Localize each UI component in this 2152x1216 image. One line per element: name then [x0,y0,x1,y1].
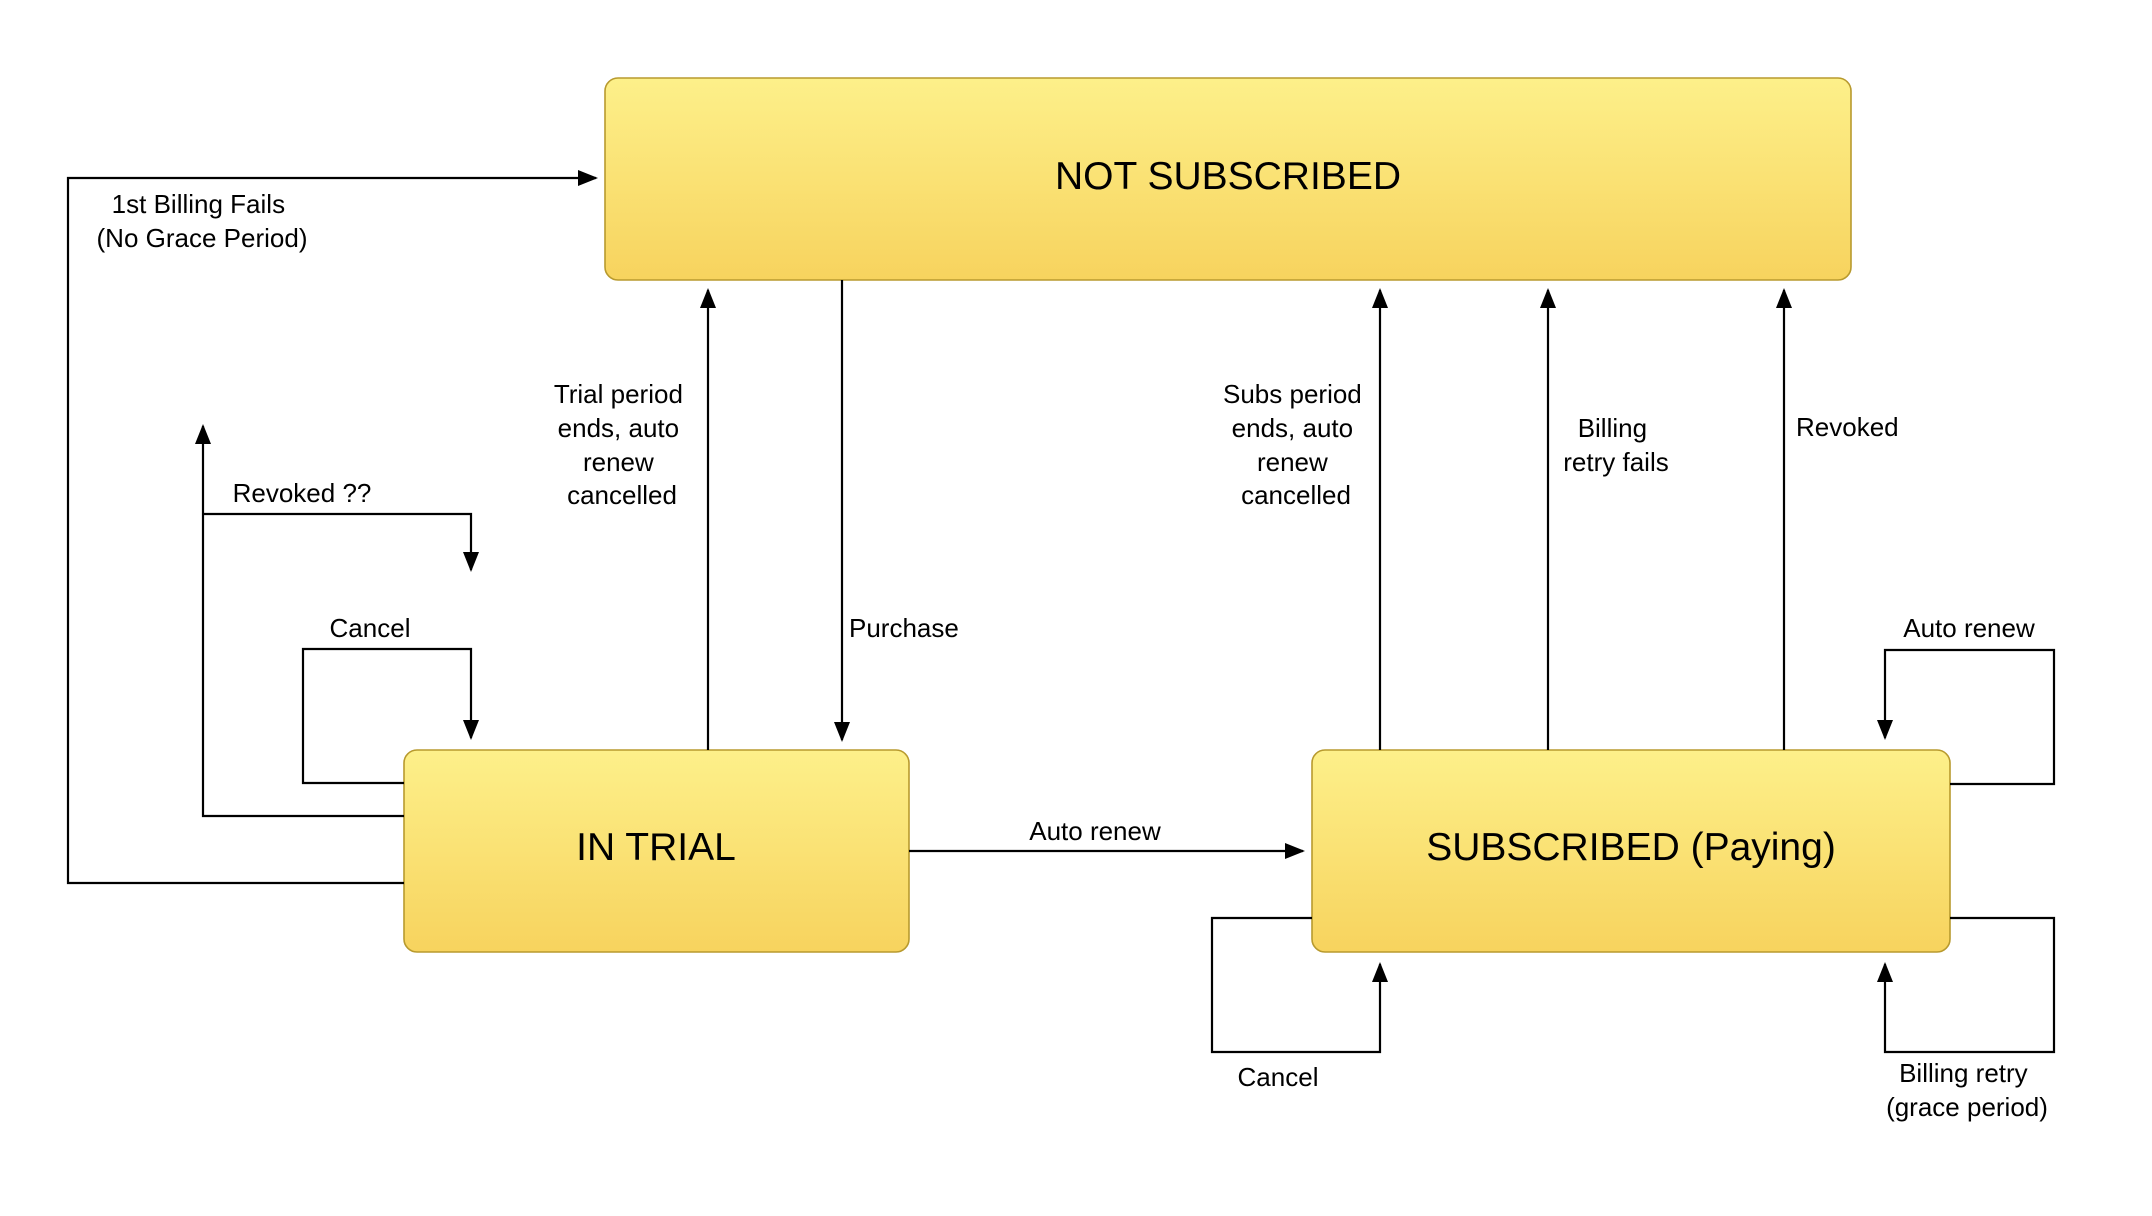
label-revoked-trial: Revoked ?? [233,478,372,508]
transition-trial-ends: Trial period ends, auto renew cancelled [554,288,716,750]
label-billing-retry-fails: Billing retry fails [1563,413,1668,477]
transition-billing-retry: Billing retry (grace period) [1877,916,2056,1122]
arrow-first-billing-fails [66,170,598,885]
label-billing-retry: Billing retry (grace period) [1886,1058,2048,1122]
state-subscribed: SUBSCRIBED (Paying) [1311,749,1951,953]
transition-auto-renew-trial: Auto renew [909,816,1305,859]
transition-first-billing-fails: 1st Billing Fails (No Grace Period) [66,170,598,885]
arrow-cancel-subscribed [1210,916,1388,1054]
transition-billing-retry-fails: Billing retry fails [1540,288,1669,750]
label-trial-ends: Trial period ends, auto renew cancelled [554,379,690,510]
label-purchase: Purchase [849,613,959,643]
state-not-subscribed: NOT SUBSCRIBED [604,77,1852,281]
transition-purchase: Purchase [834,280,959,742]
state-subscribed-label: SUBSCRIBED (Paying) [1426,826,1836,869]
state-not-subscribed-label: NOT SUBSCRIBED [1055,155,1401,198]
arrow-billing-retry [1877,916,2056,1054]
transition-cancel-trial: Cancel [301,613,479,785]
state-in-trial: IN TRIAL [403,749,910,953]
arrow-revoked-trial-up [195,424,404,818]
arrow-auto-renew-subscribed [1877,648,2056,786]
label-auto-renew-subscribed: Auto renew [1903,613,2035,643]
label-revoked-subscribed: Revoked [1796,412,1899,442]
label-subs-ends: Subs period ends, auto renew cancelled [1223,379,1369,510]
transition-revoked-subscribed: Revoked [1776,288,1899,750]
transition-cancel-subscribed: Cancel [1210,916,1388,1092]
label-cancel-trial: Cancel [330,613,411,643]
state-in-trial-label: IN TRIAL [576,826,736,869]
transition-auto-renew-subscribed: Auto renew [1877,613,2056,786]
arrow-revoked-trial-down [203,512,479,572]
arrow-cancel-trial [301,647,479,785]
label-first-billing-fails: 1st Billing Fails (No Grace Period) [97,189,308,253]
label-auto-renew-trial: Auto renew [1029,816,1161,846]
transition-revoked-trial: Revoked ?? [195,424,479,818]
transition-subs-ends: Subs period ends, auto renew cancelled [1223,288,1388,750]
label-cancel-subscribed: Cancel [1238,1062,1319,1092]
